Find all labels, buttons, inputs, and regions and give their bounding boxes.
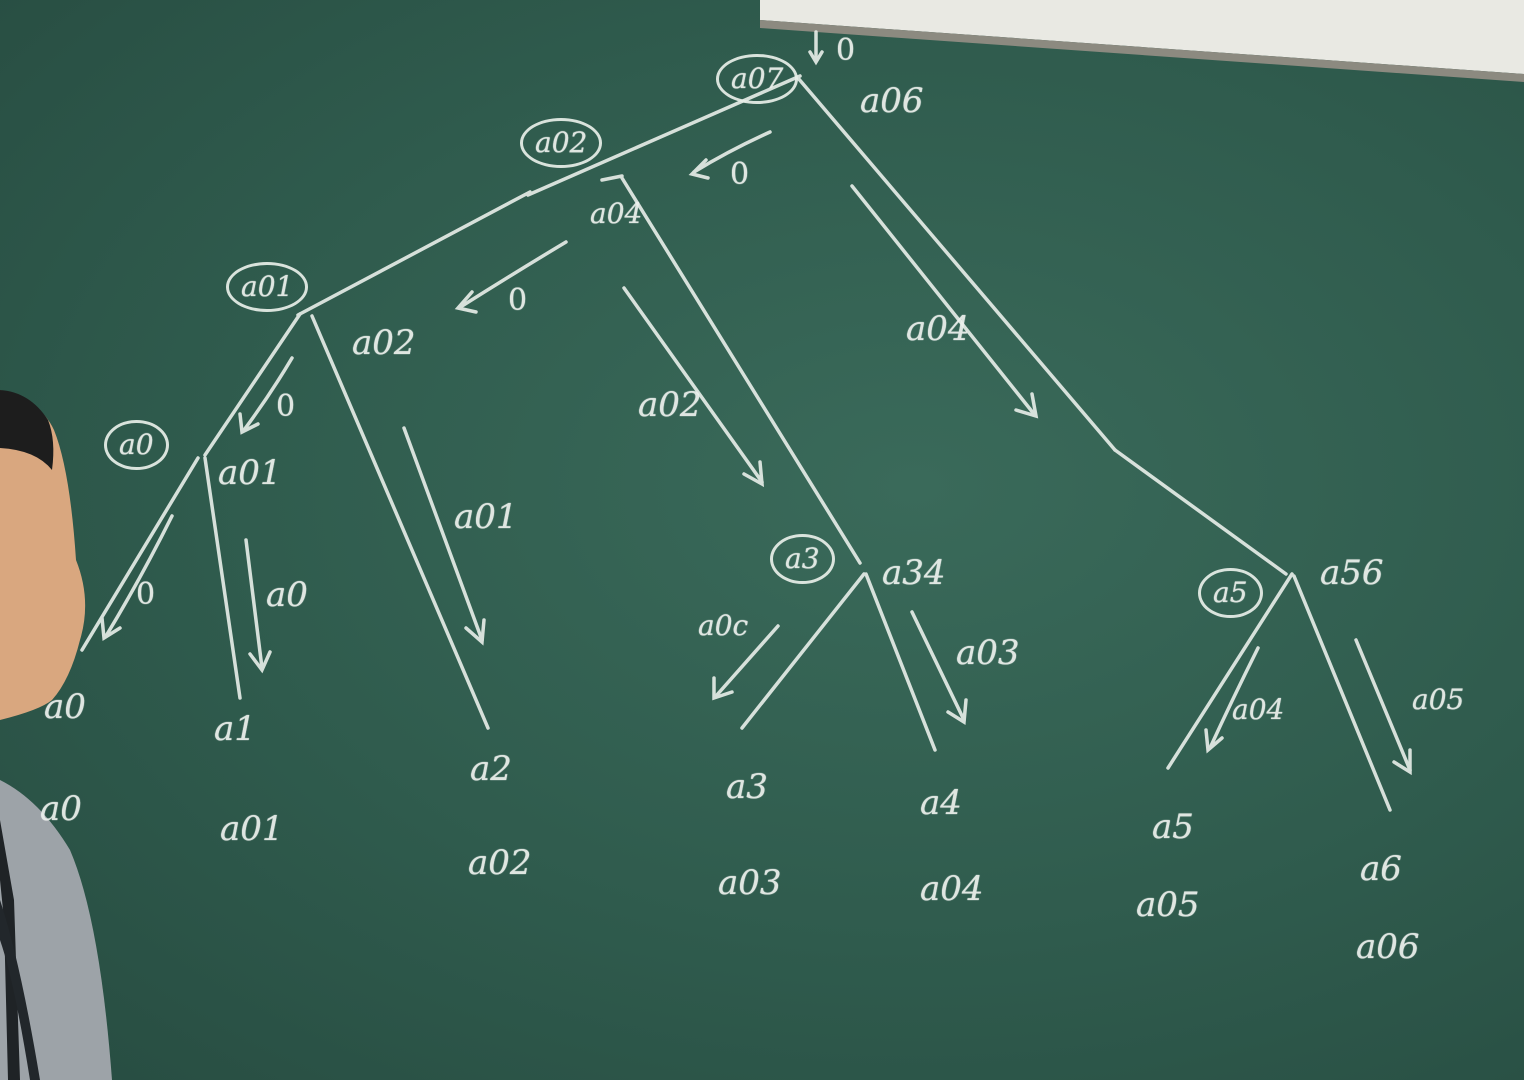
edge-label-n5-right: a05: [1412, 683, 1465, 716]
leaf-prefix: a01: [220, 809, 284, 849]
leaf-prefix: a0: [40, 789, 82, 829]
leaf-name: a0: [44, 687, 86, 727]
wall-strip: [760, 0, 1524, 74]
edge-label-n3-left: a0c: [698, 609, 749, 642]
leaf-name: a4: [920, 783, 962, 823]
arrow-n5-right: [1354, 638, 1412, 776]
edge-n5-a5: [1166, 572, 1294, 770]
edge-n5-a6: [1292, 574, 1392, 812]
leaf-prefix: a03: [718, 863, 782, 903]
edge-n0-a0: [80, 456, 200, 652]
arrow-root-left: [688, 130, 772, 180]
node-n01-circled: a01: [226, 262, 309, 312]
edge-root-n5: [1113, 448, 1288, 576]
leaf-prefix: a05: [1136, 885, 1200, 925]
node-n02-circled: a02: [520, 118, 603, 168]
node-n02-label: a04: [590, 197, 643, 230]
leaf-prefix: a04: [920, 869, 984, 909]
arrow-n02-left: [454, 240, 568, 314]
leaf-name: a2: [470, 749, 512, 789]
leaf-name: a6: [1360, 849, 1402, 889]
arrow-n0-right: [244, 538, 272, 674]
root-node-circled: a07: [716, 54, 799, 104]
node-n0-circled: a0: [104, 420, 169, 470]
edge-root-right: [796, 76, 1117, 452]
node-n3-circled: a3: [770, 534, 835, 584]
arrow-n02-right: [622, 286, 765, 488]
node-n3-label: a34: [882, 553, 946, 593]
arrow-n0-left: [100, 514, 174, 641]
edge-label-n0-right: a0: [266, 575, 308, 615]
edge-label-n3-right: a03: [956, 633, 1020, 673]
root-input-arrowhead: [808, 50, 824, 66]
edge-n0-a1: [203, 456, 242, 700]
edge-n01-n0: [203, 312, 302, 457]
leaf-prefix: a02: [468, 843, 532, 883]
edge-n3-a3: [740, 572, 866, 730]
edge-n02-join: [600, 174, 624, 182]
lecturer-figure: [0, 390, 112, 1080]
node-n0-label: a01: [218, 453, 282, 493]
leaf-name: a1: [214, 709, 256, 749]
node-n02-arrow-zero: 0: [730, 157, 750, 192]
edge-label-n0-left-zero: 0: [136, 577, 156, 612]
edge-n02-n01: [296, 190, 532, 317]
root-input-value: 0: [836, 33, 856, 68]
arrow-n01-left: [238, 356, 294, 435]
edge-label-n01-right: a01: [454, 497, 518, 537]
leaf-name: a3: [726, 767, 768, 807]
arrow-n3-left: [712, 624, 780, 701]
root-node-label: a06: [860, 81, 924, 121]
arrow-n01-right: [402, 426, 486, 646]
edge-label-n02-right: a02: [638, 385, 702, 425]
arrow-n3-right: [910, 610, 968, 725]
edge-label-n5-left: a04: [1232, 693, 1285, 726]
arrow-root-right: [850, 184, 1039, 419]
leaf-name: a5: [1152, 807, 1194, 847]
board-frame: [760, 20, 1524, 82]
node-n01-arrow-zero: 0: [508, 283, 528, 318]
edge-n01-a2: [310, 314, 490, 730]
edge-n3-a4: [864, 572, 937, 752]
node-n5-label: a56: [1320, 553, 1384, 593]
node-n0-arrow-zero: 0: [276, 389, 296, 424]
edge-label-root-right: a04: [906, 309, 970, 349]
node-n01-label: a02: [352, 323, 416, 363]
edge-n02-n3: [620, 176, 862, 565]
arrow-n5-left: [1204, 646, 1260, 754]
leaf-prefix: a06: [1356, 927, 1420, 967]
node-n5-circled: a5: [1198, 568, 1263, 618]
